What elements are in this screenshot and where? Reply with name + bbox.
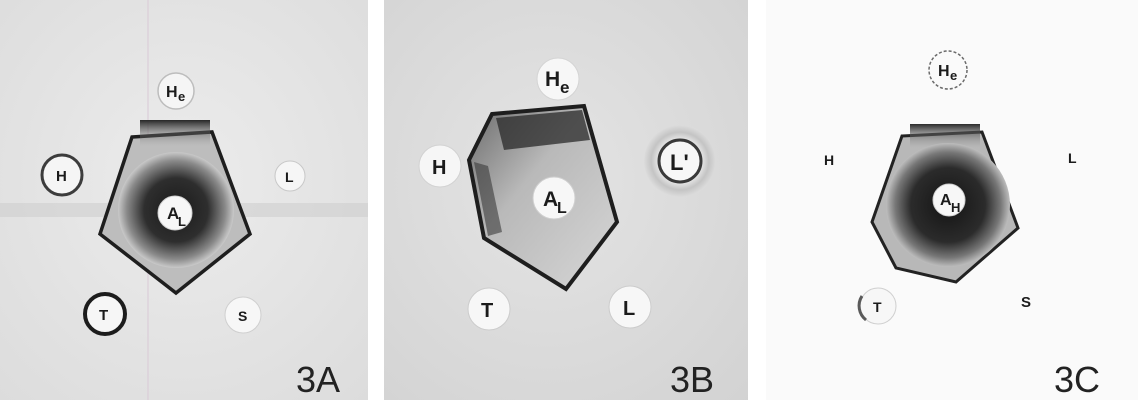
precipitate-side-band — [474, 162, 502, 236]
well-bottom-right: S — [1021, 294, 1031, 311]
well-left: H — [824, 152, 834, 168]
panel-label: 3C — [1054, 359, 1100, 400]
panel-3c: A H H e H L T S 3C — [766, 0, 1138, 400]
panel-3a-image: A L H e H L T S 3A — [0, 0, 368, 400]
well-center-label: A — [167, 204, 179, 223]
well-bottom-right-label: S — [238, 308, 247, 324]
well-bottom-left: T — [467, 287, 511, 331]
panel-3b: A L H e H L' T L 3B — [384, 0, 748, 400]
well-bottom-right-label: S — [1021, 294, 1031, 311]
well-left: H — [418, 144, 462, 188]
well-top-label: H — [545, 68, 560, 91]
well-bottom-right: L — [608, 285, 652, 329]
well-top-label: H — [166, 84, 178, 101]
well-center: A L — [157, 195, 193, 231]
well-center-subscript: L — [557, 200, 567, 217]
well-center: A H — [932, 183, 966, 217]
well-bottom-left-label: T — [481, 300, 493, 322]
well-left-label: H — [56, 168, 67, 185]
well-bottom-left: T — [83, 292, 127, 336]
panel-3b-image: A L H e H L' T L 3B — [384, 0, 748, 400]
well-center-subscript: H — [951, 200, 960, 215]
well-top: H e — [928, 50, 968, 90]
well-center-subscript: L — [178, 214, 186, 229]
well-bottom-right-label: L — [623, 298, 635, 320]
well-top-label: H — [938, 63, 950, 80]
well-top-subscript: e — [560, 78, 569, 97]
well-right-label: L — [285, 169, 294, 185]
well-bottom-left: T — [857, 287, 897, 325]
well-center-label: A — [543, 188, 558, 211]
well-left-label: H — [432, 157, 446, 179]
precipitate-band — [496, 110, 590, 150]
well-right: L' — [644, 125, 716, 197]
well-right-label: L' — [670, 150, 689, 175]
well-center-label: A — [940, 192, 952, 209]
well-left-label: H — [824, 152, 834, 168]
panel-3c-image: A H H e H L T S 3C — [766, 0, 1138, 400]
panel-label: 3B — [670, 359, 714, 400]
well-top: H e — [157, 72, 195, 110]
well-bottom-right: S — [224, 296, 262, 334]
well-top-subscript: e — [950, 68, 957, 83]
well-bottom-left-label: T — [873, 299, 882, 315]
well-right-label: L — [1068, 150, 1077, 166]
well-top: H e — [536, 57, 580, 101]
well-right: L — [274, 160, 306, 192]
panel-3a: A L H e H L T S 3A — [0, 0, 368, 400]
well-center: A L — [532, 176, 576, 220]
well-top-subscript: e — [178, 89, 185, 104]
well-bottom-left-label: T — [99, 307, 108, 324]
precipitate-band — [140, 120, 210, 146]
well-right: L — [1068, 150, 1077, 166]
well-left: H — [40, 153, 84, 197]
panel-label: 3A — [296, 359, 340, 400]
